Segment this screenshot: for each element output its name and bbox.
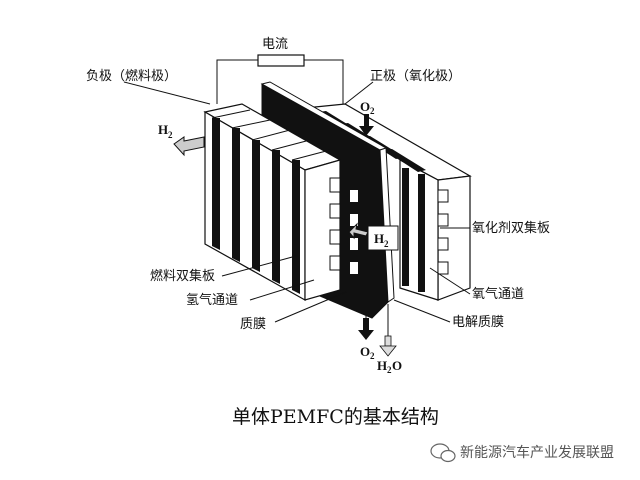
svg-text:H: H: [377, 358, 387, 373]
h2-inlet-label: H 2: [158, 122, 173, 140]
figure-caption: 单体PEMFC的基本结构: [232, 406, 439, 428]
svg-text:2: 2: [168, 130, 173, 140]
h2-inlet-arrow: [173, 136, 205, 157]
o2-outlet-arrow: [358, 296, 374, 340]
svg-text:O: O: [360, 344, 370, 359]
oxygen-channel-label: 氧气通道: [472, 286, 524, 302]
svg-text:H: H: [374, 231, 384, 246]
o2-inlet-arrow: [359, 114, 374, 136]
h2-membrane-box: H 2: [348, 222, 399, 251]
fuel-plate-label: 燃料双集板: [150, 268, 215, 284]
svg-text:2: 2: [370, 351, 375, 361]
o2-inlet-label: O 2: [360, 99, 375, 116]
proton-membrane-label: 质膜: [240, 317, 266, 332]
h2o-outlet-label: H 2 O: [377, 358, 402, 375]
oxidant-plate-label: 氧化剂双集板: [472, 220, 550, 236]
svg-text:2: 2: [387, 365, 392, 375]
svg-text:H: H: [158, 122, 168, 137]
electrolyte-membrane-label: 电解质膜: [452, 315, 504, 330]
fuel-bipolar-plate: [203, 103, 342, 302]
svg-text:2: 2: [370, 106, 375, 116]
resistor-icon: [257, 54, 305, 67]
svg-text:O: O: [392, 358, 402, 373]
cathode-label: 正极（氧化极）: [370, 69, 461, 84]
watermark-text: 新能源汽车产业发展联盟: [460, 444, 614, 461]
o2-outlet-label: O 2: [360, 344, 375, 361]
svg-text:O: O: [360, 99, 370, 114]
svg-text:2: 2: [384, 239, 389, 249]
oxidant-bipolar-plate: [302, 103, 472, 301]
current-label: 电流: [262, 37, 288, 52]
anode-label: 负极（燃料极）: [86, 68, 177, 84]
wechat-icon: [430, 443, 456, 463]
external-circuit: [216, 54, 344, 104]
hydrogen-channel-label: 氢气通道: [186, 292, 238, 308]
h2o-outlet-arrow: [379, 304, 397, 357]
